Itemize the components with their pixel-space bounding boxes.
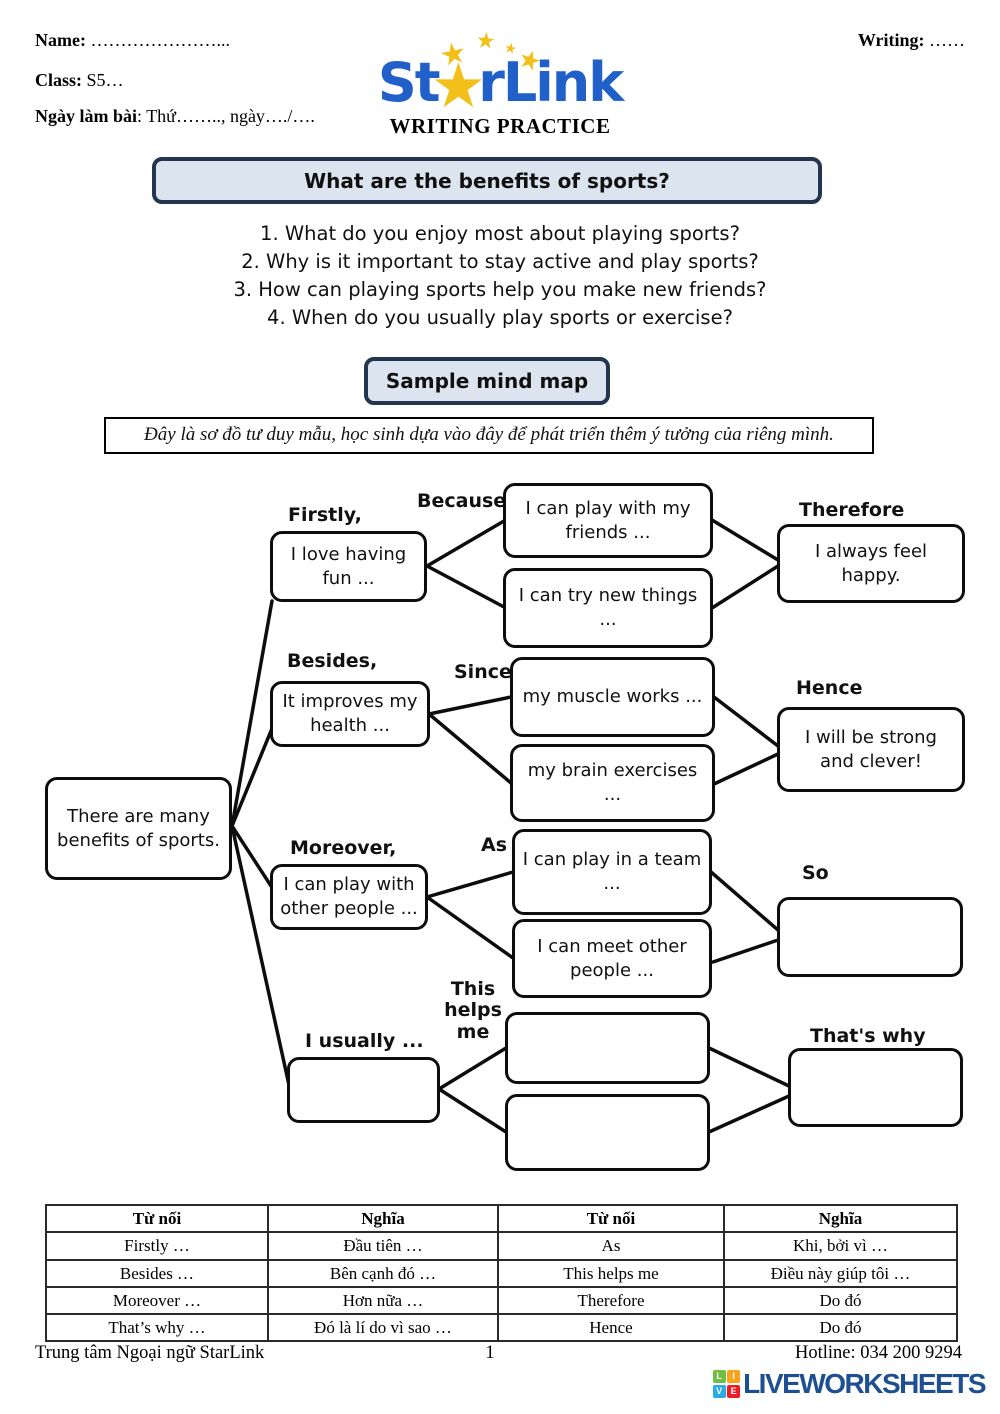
table-cell: Đó là lí do vì sao … [267, 1312, 499, 1343]
liveworksheets-logo: L I V E LIVEWORKSHEETS [712, 1368, 986, 1399]
table-cell: Firstly … [45, 1231, 269, 1261]
branch1-middle-node-1: I can play with my friends ... [503, 483, 713, 558]
table-header-row: Từ nối Nghĩa Từ nối Nghĩa [45, 1203, 958, 1234]
branch4-main-node-empty[interactable] [287, 1057, 440, 1123]
logo-square-green: L [712, 1370, 726, 1384]
logo-text-right: rLink [478, 51, 624, 114]
writing-label: Writing: [857, 30, 925, 50]
logo-text-left: St [377, 51, 441, 114]
table-cell: That’s why … [45, 1312, 269, 1343]
table-row: Firstly … Đầu tiên … As Khi, bởi vì … [45, 1231, 958, 1261]
branch3-middle-node-1: I can play in a team ... [512, 829, 712, 915]
question-2: 2. Why is it important to stay active an… [241, 250, 759, 273]
table-header-cell: Nghĩa [723, 1203, 958, 1234]
table-cell: Điều này giúp tôi … [723, 1258, 958, 1288]
branch2-result-node: I will be strong and clever! [777, 707, 965, 792]
question-1: 1. What do you enjoy most about playing … [260, 222, 740, 245]
table-cell: Moreover … [45, 1285, 269, 1316]
branch2-connector-label: Since [454, 661, 512, 683]
worksheet-title: What are the benefits of sports? [304, 168, 670, 193]
branch3-middle-node-2: I can meet other people ... [512, 919, 712, 998]
branch2-middle-node-2: my brain exercises ... [510, 744, 715, 822]
logo-subtitle: WRITING PRACTICE [389, 114, 611, 138]
writing-dots: …… [929, 30, 965, 50]
table-cell: Therefore [497, 1285, 725, 1316]
date-label: Ngày làm bài [35, 106, 138, 126]
branch4-label: I usually ... [305, 1030, 424, 1052]
table-cell: Do đó [723, 1312, 958, 1343]
footer-center-name: Trung tâm Ngoại ngữ StarLink [35, 1343, 265, 1363]
branch2-middle-node-1: my muscle works ... [510, 657, 715, 737]
table-cell: This helps me [497, 1258, 725, 1288]
question-3: 3. How can playing sports help you make … [233, 278, 767, 301]
sample-mindmap-banner: Sample mind map [364, 357, 610, 405]
writing-score-field: Writing: …… [858, 30, 965, 52]
table-cell: Hơn nữa … [267, 1285, 499, 1316]
branch3-result-label: So [802, 862, 829, 884]
table-row: Besides … Bên cạnh đó … This helps me Đi… [45, 1258, 958, 1288]
branch3-label: Moreover, [290, 837, 397, 859]
branch1-result-node: I always feel happy. [777, 524, 965, 603]
starlink-logo: St ★ rLink [0, 49, 1000, 122]
liveworksheets-logo-icon: L I V E [712, 1370, 741, 1398]
sample-mindmap-label: Sample mind map [385, 369, 589, 393]
branch4-connector-label: This helps me [444, 978, 502, 1043]
branch3-connector-label: As [481, 834, 508, 856]
question-4: 4. When do you usually play sports or ex… [267, 306, 733, 329]
question-list: 1. What do you enjoy most about playing … [0, 220, 1000, 332]
branch1-connector-label: Because [417, 490, 507, 512]
table-cell: Hence [497, 1312, 725, 1343]
branch2-label: Besides, [287, 650, 378, 672]
name-field: Name: …………………... [35, 30, 230, 52]
worksheet-title-banner: What are the benefits of sports? [152, 157, 822, 204]
table-header-cell: Từ nối [497, 1203, 725, 1234]
table-header-cell: Nghĩa [267, 1203, 499, 1234]
branch3-result-node-empty[interactable] [777, 897, 963, 977]
branch3-main-node: I can play with other people ... [270, 864, 428, 930]
logo-square-red: E [727, 1384, 741, 1398]
branch1-middle-node-2: I can try new things ... [503, 568, 713, 648]
branch4-middle-node-1-empty[interactable] [505, 1012, 710, 1084]
branch1-label: Firstly, [288, 504, 362, 526]
page-number: 1 [485, 1343, 495, 1363]
liveworksheets-logo-text: LIVEWORKSHEETS [743, 1368, 986, 1399]
table-cell: Do đó [723, 1285, 958, 1316]
name-label: Name: [35, 30, 86, 50]
branch4-result-label: That's why [810, 1025, 926, 1047]
class-label: Class: [35, 70, 83, 90]
branch1-result-label: Therefore [799, 499, 905, 521]
table-cell: As [497, 1231, 725, 1261]
note-box: Đây là sơ đồ tư duy mẫu, học sinh dựa và… [104, 417, 874, 454]
branch1-main-node: I love having fun ... [270, 531, 427, 602]
footer-hotline: Hotline: 034 200 9294 [794, 1343, 962, 1363]
date-field: Ngày làm bài: Thứ…….., ngày…./…. [35, 106, 315, 128]
star-icon: ★ [430, 49, 487, 122]
date-value: : Thứ…….., ngày…./…. [137, 106, 315, 126]
mindmap-root-node: There are many benefits of sports. [45, 777, 232, 880]
table-cell: Khi, bởi vì … [723, 1231, 958, 1261]
table-row: Moreover … Hơn nữa … Therefore Do đó [45, 1285, 958, 1316]
table-cell: Bên cạnh đó … [267, 1258, 499, 1288]
table-header-cell: Từ nối [45, 1203, 269, 1234]
branch2-main-node: It improves my health ... [270, 681, 430, 747]
class-value: S5… [86, 70, 124, 90]
table-row: That’s why … Đó là lí do vì sao … Hence … [45, 1312, 958, 1343]
logo-square-orange: I [727, 1370, 741, 1384]
class-field: Class: S5… [35, 70, 124, 92]
name-dots: …………………... [90, 30, 230, 50]
note-text: Đây là sơ đồ tư duy mẫu, học sinh dựa và… [144, 424, 834, 446]
logo-square-blue: V [712, 1384, 726, 1398]
table-cell: Đầu tiên … [267, 1231, 499, 1261]
branch2-result-label: Hence [796, 677, 863, 699]
branch4-result-node-empty[interactable] [788, 1048, 963, 1127]
connectors-table: Từ nối Nghĩa Từ nối Nghĩa Firstly … Đầu … [45, 1203, 958, 1343]
table-cell: Besides … [45, 1258, 269, 1288]
branch4-middle-node-2-empty[interactable] [505, 1094, 710, 1171]
